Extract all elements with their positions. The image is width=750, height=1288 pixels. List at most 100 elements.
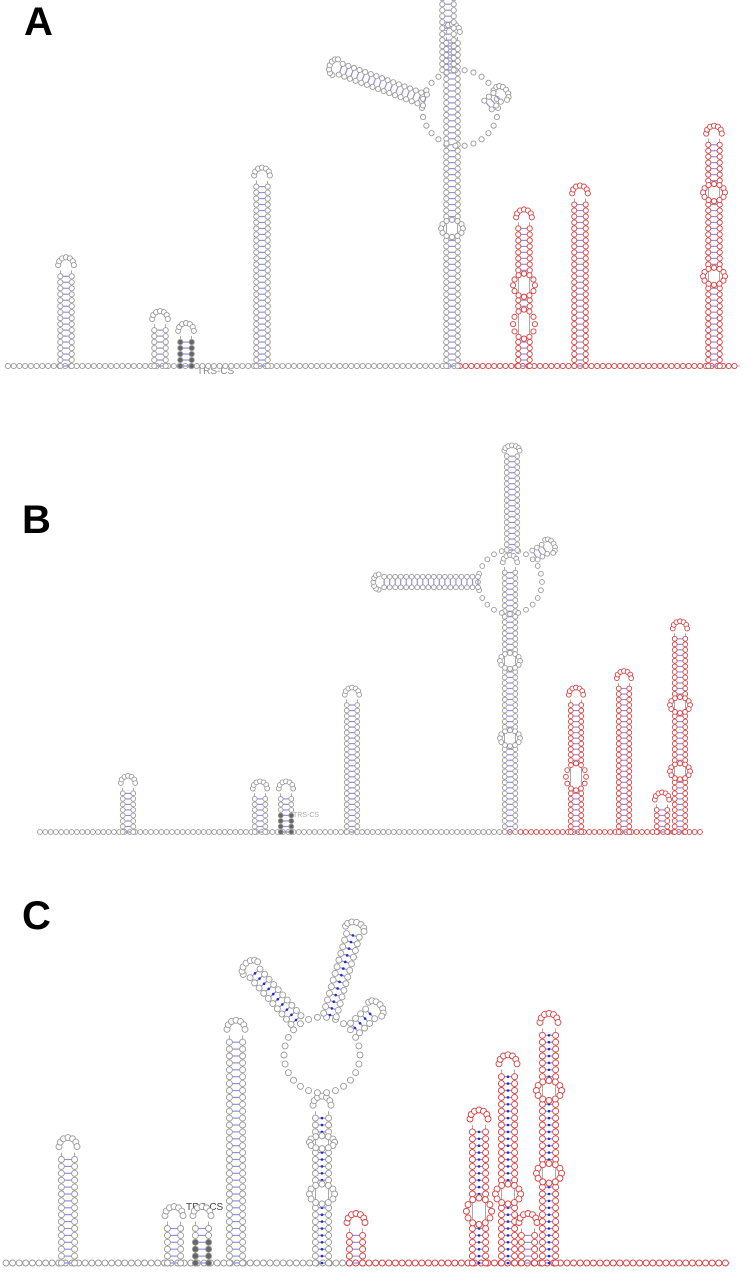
nucleotide xyxy=(578,829,585,835)
nucleotide xyxy=(359,1245,367,1253)
nucleotide xyxy=(697,362,704,370)
nucleotide xyxy=(514,453,521,460)
nucleotide xyxy=(393,362,401,370)
nucleotide xyxy=(57,356,64,364)
nucleotide xyxy=(578,818,585,824)
nucleotide xyxy=(578,807,585,813)
nucleotide xyxy=(290,1026,298,1034)
nucleotide xyxy=(664,812,671,819)
nucleotide xyxy=(582,291,589,298)
nucleotide xyxy=(490,89,497,96)
pair-dot xyxy=(547,1254,551,1258)
nucleotide xyxy=(615,757,622,764)
nucleotide xyxy=(468,1245,476,1253)
nucleotide xyxy=(461,142,468,149)
nucleotide xyxy=(71,1204,79,1212)
nucleotide xyxy=(435,73,442,80)
nucleotide xyxy=(125,362,132,370)
nucleotide xyxy=(327,983,335,991)
nucleotide xyxy=(414,573,421,580)
nucleotide xyxy=(552,1231,560,1239)
nucleotide xyxy=(705,249,712,256)
nucleotide xyxy=(626,801,633,808)
nucleotide xyxy=(479,362,486,370)
nucleotide xyxy=(307,1195,315,1203)
nucleotide xyxy=(716,265,723,272)
nucleotide xyxy=(381,573,388,580)
nucleotide xyxy=(511,1169,519,1177)
nucleotide xyxy=(501,801,508,808)
nucleotide xyxy=(501,812,508,819)
pair-dot xyxy=(358,1021,362,1025)
nucleotide xyxy=(498,661,505,668)
nucleotide xyxy=(671,796,678,802)
nucleotide xyxy=(468,1176,476,1184)
nucleotide xyxy=(385,1259,393,1267)
nucleotide xyxy=(343,818,350,824)
nucleotide xyxy=(503,458,510,465)
nucleotide xyxy=(163,1231,171,1239)
nucleotide xyxy=(545,1096,553,1104)
nucleotide xyxy=(287,1020,295,1028)
nucleotide xyxy=(671,646,678,653)
nucleotide xyxy=(538,1252,546,1260)
nucleotide xyxy=(468,1149,476,1157)
nucleotide xyxy=(435,136,442,143)
nucleotide xyxy=(190,327,197,334)
nucleotide xyxy=(439,7,446,14)
nucleotide xyxy=(443,87,450,94)
nucleotide xyxy=(354,729,361,736)
nucleotide xyxy=(443,111,450,118)
nucleotide xyxy=(57,362,64,370)
nucleotide xyxy=(142,362,149,370)
nucleotide xyxy=(468,1252,476,1260)
nucleotide xyxy=(177,1231,185,1239)
nucleotide xyxy=(720,277,727,284)
nucleotide xyxy=(57,345,64,352)
pair-dot xyxy=(547,1130,551,1134)
nucleotide xyxy=(319,362,326,370)
nucleotide xyxy=(538,1204,546,1212)
nucleotide xyxy=(448,233,456,241)
nucleotide xyxy=(253,261,260,268)
nucleotide xyxy=(239,1231,247,1239)
nucleotide xyxy=(190,829,196,835)
nucleotide xyxy=(417,829,424,835)
panel-letter-c: C xyxy=(22,894,51,938)
nucleotide xyxy=(403,96,410,103)
pair-dot xyxy=(506,1089,510,1092)
nucleotide xyxy=(515,1195,523,1203)
nucleotide xyxy=(731,362,738,370)
nucleotide xyxy=(251,796,258,802)
nucleotide xyxy=(423,122,430,129)
nucleotide xyxy=(375,829,381,835)
nucleotide xyxy=(582,267,589,274)
nucleotide xyxy=(305,1016,312,1023)
nucleotide xyxy=(578,735,585,742)
nucleotide xyxy=(512,773,519,780)
nucleotide xyxy=(512,630,519,637)
nucleotide xyxy=(225,1238,233,1246)
nucleotide xyxy=(261,970,268,978)
nucleotide xyxy=(347,1019,354,1027)
nucleotide xyxy=(343,823,350,830)
nucleotide xyxy=(42,829,49,835)
nucleotide xyxy=(251,818,258,824)
nucleotide xyxy=(397,94,404,101)
nucleotide xyxy=(454,51,461,59)
nucleotide xyxy=(454,57,461,65)
nucleotide xyxy=(564,767,571,773)
nucleotide xyxy=(552,1107,560,1115)
nucleotide xyxy=(431,1259,439,1267)
nucleotide xyxy=(177,339,184,346)
nucleotide xyxy=(324,1181,332,1189)
nucleotide xyxy=(462,362,469,370)
nucleotide xyxy=(443,177,450,184)
nucleotide xyxy=(552,1218,560,1226)
nucleotide xyxy=(239,1190,247,1198)
nucleotide xyxy=(352,77,359,84)
pair-dot xyxy=(506,1213,510,1216)
nucleotide xyxy=(296,1082,304,1090)
nucleotide xyxy=(583,1259,591,1267)
nucleotide xyxy=(450,1,457,8)
